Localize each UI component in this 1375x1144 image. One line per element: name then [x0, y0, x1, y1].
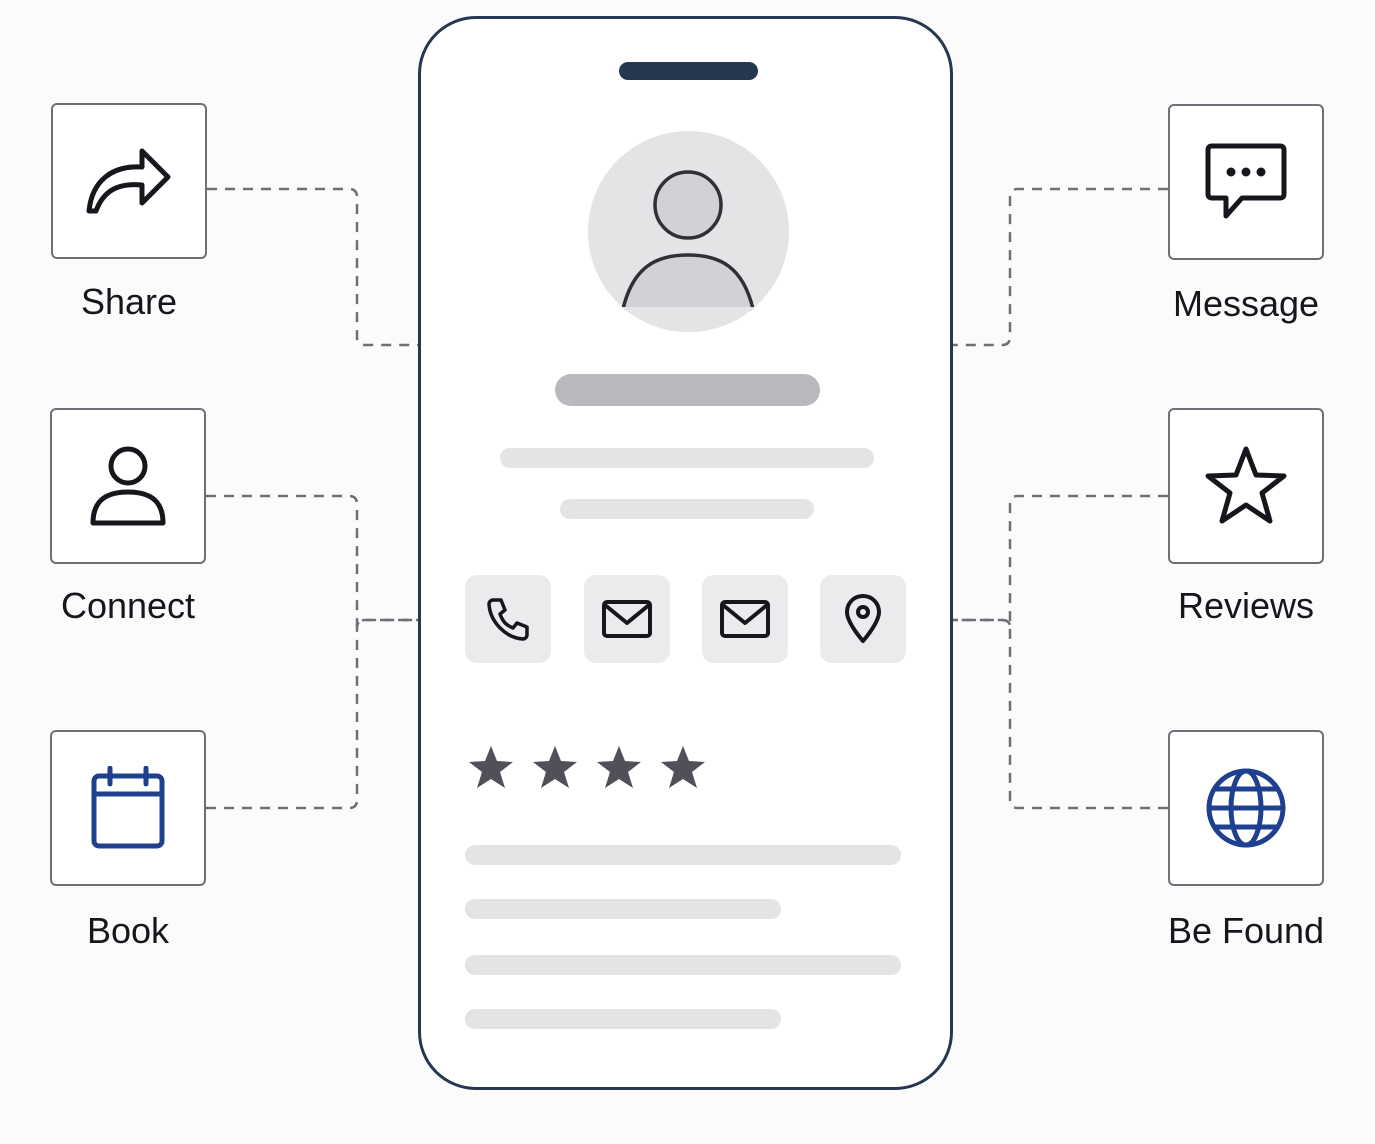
be-found-feature-box[interactable]	[1168, 730, 1324, 886]
subtitle-placeholder-bar	[560, 499, 814, 519]
email-button[interactable]	[584, 575, 670, 663]
rating-star-icon	[469, 746, 513, 788]
avatar-person-icon	[588, 170, 789, 332]
text-placeholder-bar	[465, 845, 901, 865]
phone-icon	[487, 598, 529, 641]
rating-star-icon	[533, 746, 577, 788]
reviews-label: Reviews	[1177, 585, 1315, 626]
avatar	[588, 131, 789, 332]
email-button[interactable]	[702, 575, 788, 663]
text-placeholder-bar	[465, 1009, 781, 1029]
location-button[interactable]	[820, 575, 906, 663]
connector-share	[207, 187, 418, 347]
subtitle-placeholder-bar	[500, 448, 874, 468]
mail-icon	[720, 600, 770, 638]
rating-star-icon	[597, 746, 641, 788]
connector-be-found	[953, 618, 1168, 810]
connector-connect	[206, 494, 418, 628]
person-icon	[90, 446, 166, 526]
location-pin-icon	[845, 594, 881, 643]
message-feature-box[interactable]	[1168, 104, 1324, 260]
globe-icon	[1206, 768, 1286, 848]
connect-label: Connect	[60, 585, 196, 626]
text-placeholder-bar	[465, 899, 781, 919]
message-label: Message	[1172, 283, 1320, 324]
mail-icon	[602, 600, 652, 638]
star-icon	[1205, 446, 1287, 524]
connector-message	[953, 187, 1168, 347]
calendar-icon	[91, 766, 165, 849]
be-found-label: Be Found	[1167, 910, 1325, 951]
book-feature-box[interactable]	[50, 730, 206, 886]
text-placeholder-bar	[465, 955, 901, 975]
name-placeholder-bar	[555, 374, 820, 406]
phone-notch	[619, 62, 758, 80]
phone-button[interactable]	[465, 575, 551, 663]
phone-mockup	[418, 16, 953, 1090]
share-feature-box[interactable]	[51, 103, 207, 259]
chat-bubble-icon	[1205, 143, 1287, 219]
connect-feature-box[interactable]	[50, 408, 206, 564]
reviews-feature-box[interactable]	[1168, 408, 1324, 564]
share-arrow-icon	[86, 148, 171, 214]
rating-star-icon	[661, 746, 705, 788]
book-label: Book	[86, 910, 170, 951]
share-label: Share	[80, 281, 178, 322]
connector-book	[206, 618, 418, 810]
